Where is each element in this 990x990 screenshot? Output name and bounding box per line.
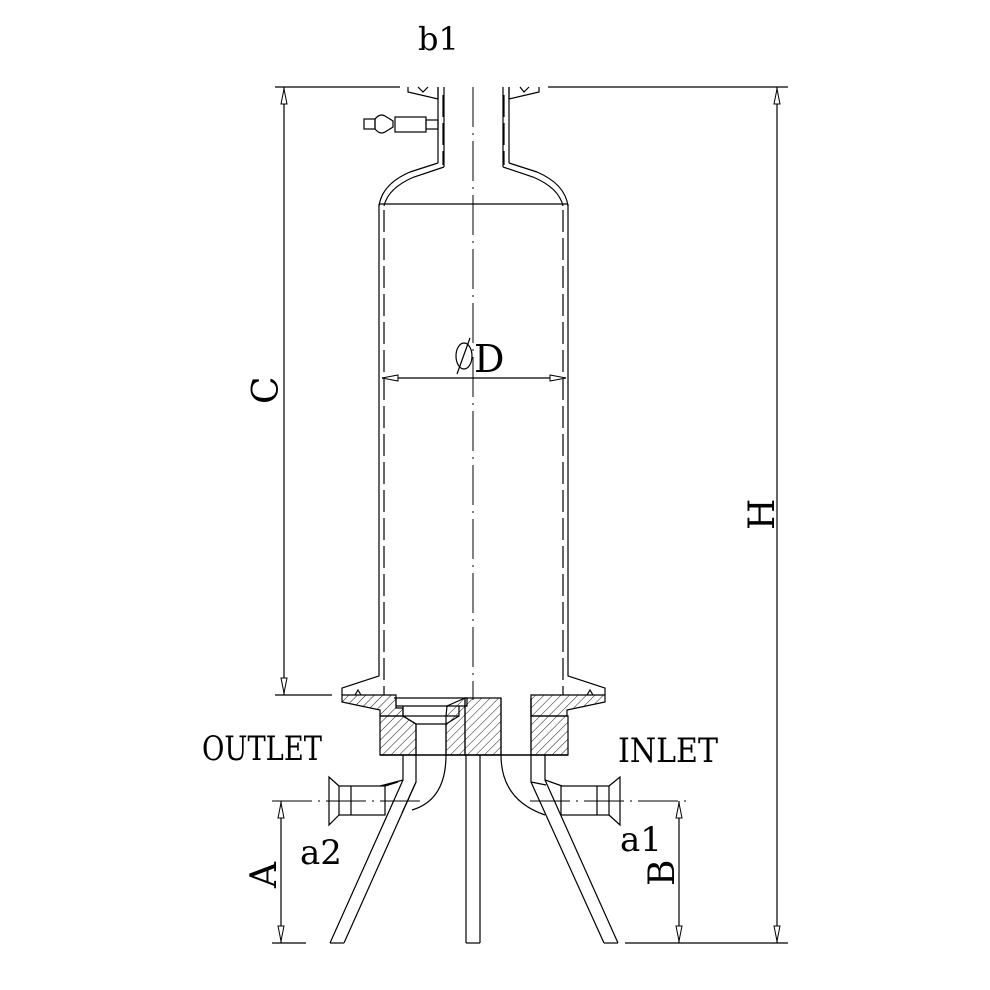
dimension-b: B a1 bbox=[620, 801, 683, 943]
cylindrical-shell bbox=[378, 204, 569, 695]
dimension-b-label: B bbox=[642, 860, 683, 886]
dimension-a-label: A bbox=[244, 861, 285, 889]
dimension-h: H bbox=[742, 87, 783, 943]
inlet-elbow bbox=[500, 754, 688, 827]
bottom-clamp-flange bbox=[341, 672, 606, 717]
support-legs bbox=[329, 755, 619, 944]
inlet-label: INLET bbox=[618, 731, 718, 771]
dimension-c: C bbox=[246, 87, 332, 696]
dimension-a: A a2 bbox=[244, 801, 342, 943]
outlet-label: OUTLET bbox=[202, 729, 322, 769]
dimension-h-label: H bbox=[742, 499, 783, 530]
dimension-c-label: C bbox=[246, 376, 287, 404]
inlet-port-label: a1 bbox=[620, 820, 662, 860]
outlet-port-label: a2 bbox=[300, 833, 342, 873]
diameter-dimension: D bbox=[381, 337, 567, 382]
top-port-b1 bbox=[407, 86, 540, 167]
base-block bbox=[379, 697, 569, 756]
top-head bbox=[378, 162, 569, 207]
top-port-label: b1 bbox=[418, 20, 459, 58]
vent-valve bbox=[363, 114, 439, 134]
diameter-label: D bbox=[474, 337, 504, 381]
